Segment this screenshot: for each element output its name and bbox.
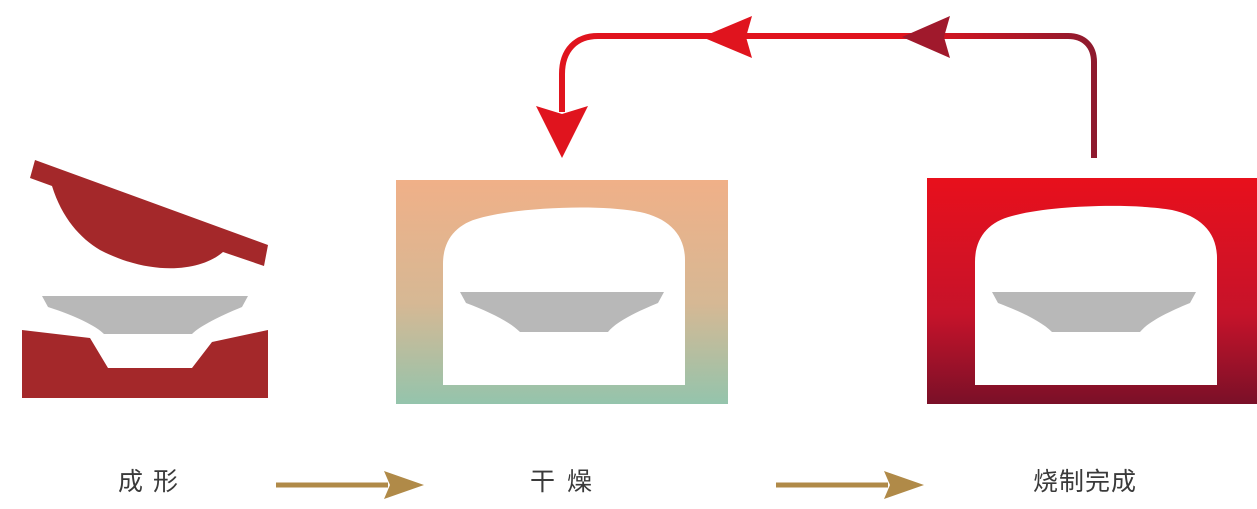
mold-top	[30, 160, 268, 269]
mold-icon	[22, 160, 268, 398]
mold-bottom	[22, 330, 268, 398]
plate-icon	[992, 292, 1196, 332]
kiln-icon	[396, 180, 728, 404]
arrow-right-icon	[776, 471, 924, 499]
plate-icon	[460, 292, 664, 332]
arrowhead-down	[536, 106, 588, 158]
return-arrow-icon	[536, 16, 1097, 158]
stage-label-forming: 成形	[118, 467, 189, 496]
arrowhead-right	[902, 16, 950, 58]
stage-label-firing: 烧制完成	[1033, 467, 1138, 496]
kiln-icon	[927, 178, 1257, 404]
plate-icon	[42, 296, 248, 334]
arrowhead-mid	[702, 16, 752, 58]
stage-label-drying: 干燥	[530, 467, 605, 496]
arrow-right-icon	[276, 471, 424, 499]
